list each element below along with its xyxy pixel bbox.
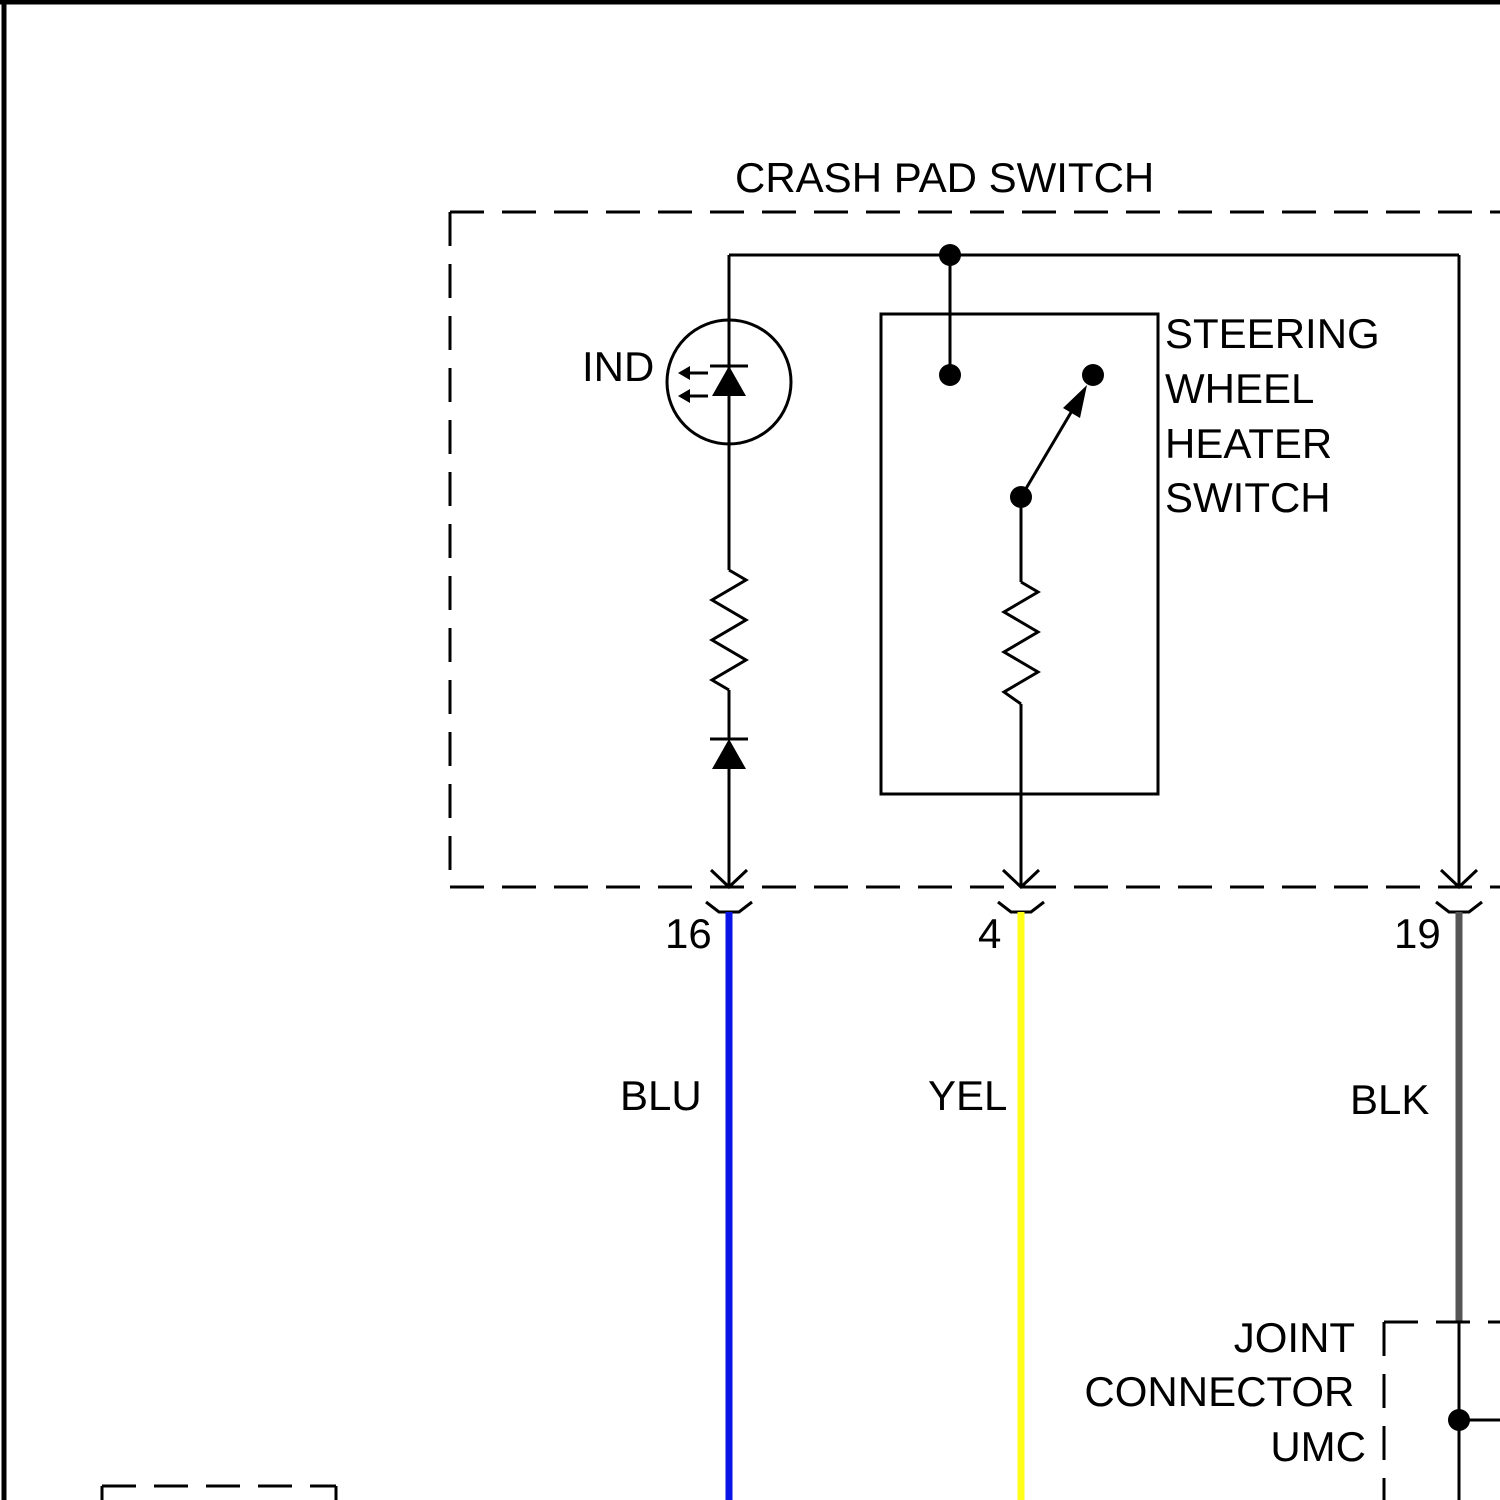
- module-title: CRASH PAD SWITCH: [735, 154, 1154, 201]
- pin-number-right: 19: [1394, 910, 1441, 957]
- steering-wheel-heater-switch: [881, 255, 1158, 887]
- pin-number-middle: 4: [978, 910, 1001, 957]
- wire-label-blu: BLU: [620, 1072, 702, 1119]
- joint-label-line-2: CONNECTOR: [1084, 1368, 1354, 1415]
- joint-connector-outline: [1384, 1322, 1500, 1500]
- switch-contact-open: [1082, 364, 1104, 386]
- diode-icon: [712, 739, 746, 769]
- switch-contact-fixed: [939, 364, 961, 386]
- indicator-branch: [710, 444, 748, 887]
- switch-lever-arrow-icon: [1063, 385, 1087, 418]
- led-diode-icon: [712, 366, 746, 396]
- pin-number-left: 16: [665, 910, 712, 957]
- wire-label-yel: YEL: [928, 1072, 1007, 1119]
- resistor-icon: [712, 570, 746, 690]
- heater-resistor-icon: [1004, 582, 1038, 704]
- switch-label: STEERING WHEEL HEATER SWITCH: [1165, 310, 1391, 521]
- switch-label-line-2: WHEEL: [1165, 365, 1313, 412]
- indicator-label: IND: [582, 343, 654, 390]
- adjacent-module-outline: [102, 1486, 336, 1500]
- switch-label-line-4: SWITCH: [1165, 474, 1331, 521]
- joint-junction-dot: [1448, 1409, 1470, 1431]
- light-emission-arrows-icon: [678, 366, 708, 403]
- joint-label-line-3: UMC: [1270, 1423, 1366, 1470]
- joint-label-line-1: JOINT: [1234, 1314, 1355, 1361]
- indicator-led: [667, 320, 791, 444]
- switch-label-line-1: STEERING: [1165, 310, 1380, 357]
- wire-label-blk: BLK: [1350, 1076, 1429, 1123]
- switch-label-line-3: HEATER: [1165, 420, 1332, 467]
- joint-connector-label: JOINT CONNECTOR UMC: [1084, 1314, 1366, 1470]
